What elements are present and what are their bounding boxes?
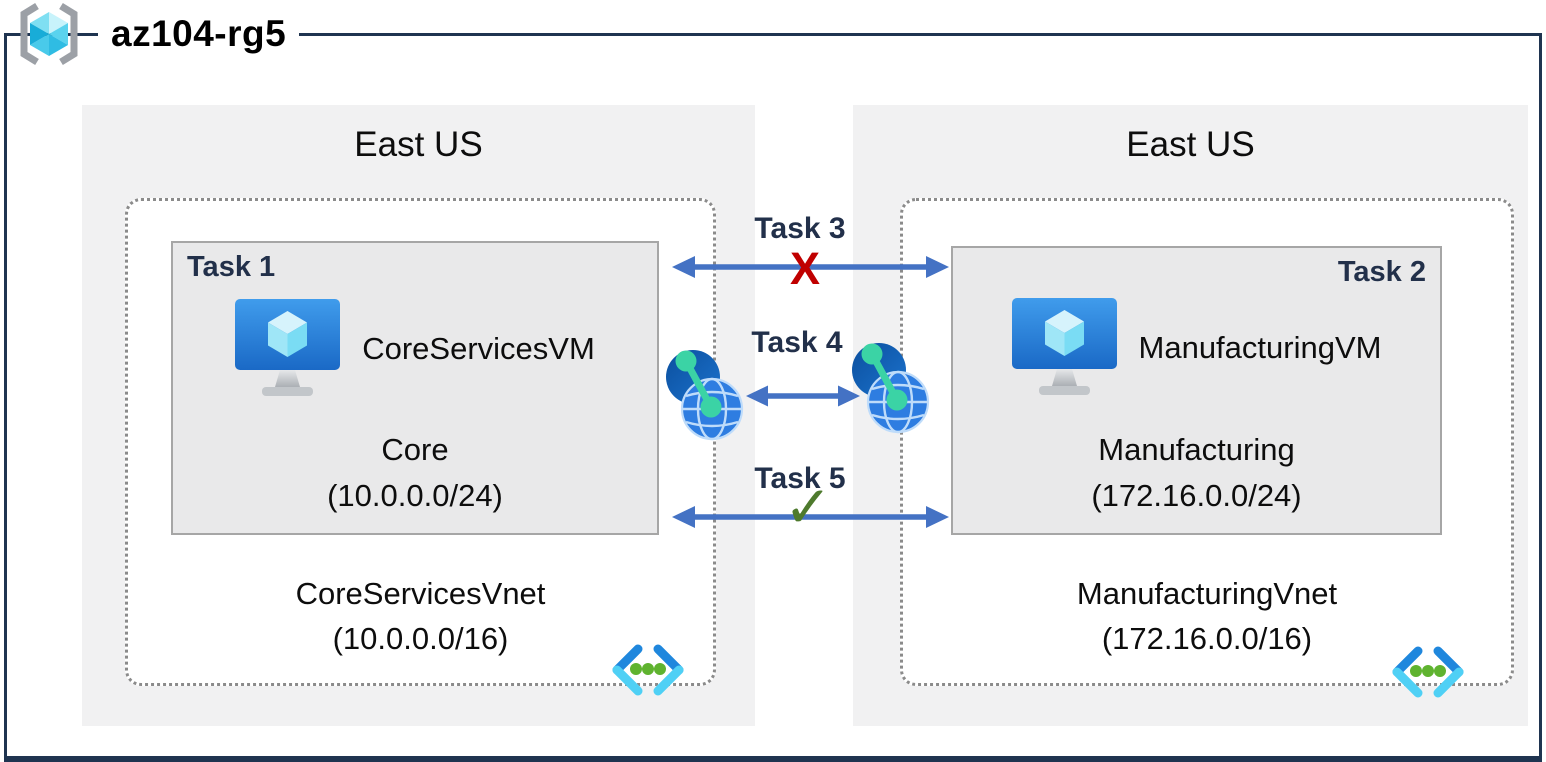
virtual-network-icon [1392,646,1464,698]
region-location-label-right: East US [1126,125,1255,164]
vm-row-manufacturing: ManufacturingVM [953,298,1440,398]
resource-group-title: az104-rg5 [98,10,300,58]
subnet-box-manufacturing: Task 2 [951,246,1442,535]
task4-label: Task 4 [751,326,843,359]
task5-label: Task 5 [754,462,846,495]
virtual-network-icon [612,644,684,696]
subnet-name-label: Manufacturing [1098,432,1295,467]
blocked-x-icon: X [789,243,820,294]
task2-label: Task 2 [1337,256,1426,288]
resource-group-icon [20,3,78,65]
task1-label: Task 1 [187,251,276,283]
vnet-box-manufacturing: Task 2 [900,198,1514,686]
vm-name-label: ManufacturingVM [1138,330,1382,365]
vnet-name-label: ManufacturingVnet [1076,576,1338,611]
vm-name-label: CoreServicesVM [362,331,595,366]
subnet-name-label: Core [381,432,449,467]
subnet-name-block: Core (10.0.0.0/24) [173,427,657,519]
task3-label: Task 3 [754,212,846,245]
vm-row-coreservices: CoreServicesVM [173,299,657,399]
vnet-name-block: ManufacturingVnet (172.16.0.0/16) [903,571,1511,661]
vnet-name-block: CoreServicesVnet (10.0.0.0/16) [128,571,713,661]
vnet-box-coreservices: Task 1 [125,198,716,686]
subnet-cidr-label: (172.16.0.0/24) [1091,478,1302,513]
vnet-cidr-label: (10.0.0.0/16) [332,621,509,656]
allowed-check-icon: ✓ [783,475,833,540]
virtual-machine-icon [1011,298,1117,395]
virtual-machine-icon [235,299,341,396]
subnet-box-core: Task 1 [171,241,659,535]
subnet-name-block: Manufacturing (172.16.0.0/24) [953,427,1440,519]
region-location-label-left: East US [354,125,483,164]
vnet-cidr-label: (172.16.0.0/16) [1101,621,1313,656]
subnet-cidr-label: (10.0.0.0/24) [327,478,503,513]
resource-group-frame [4,33,1542,762]
vnet-name-label: CoreServicesVnet [295,576,546,611]
